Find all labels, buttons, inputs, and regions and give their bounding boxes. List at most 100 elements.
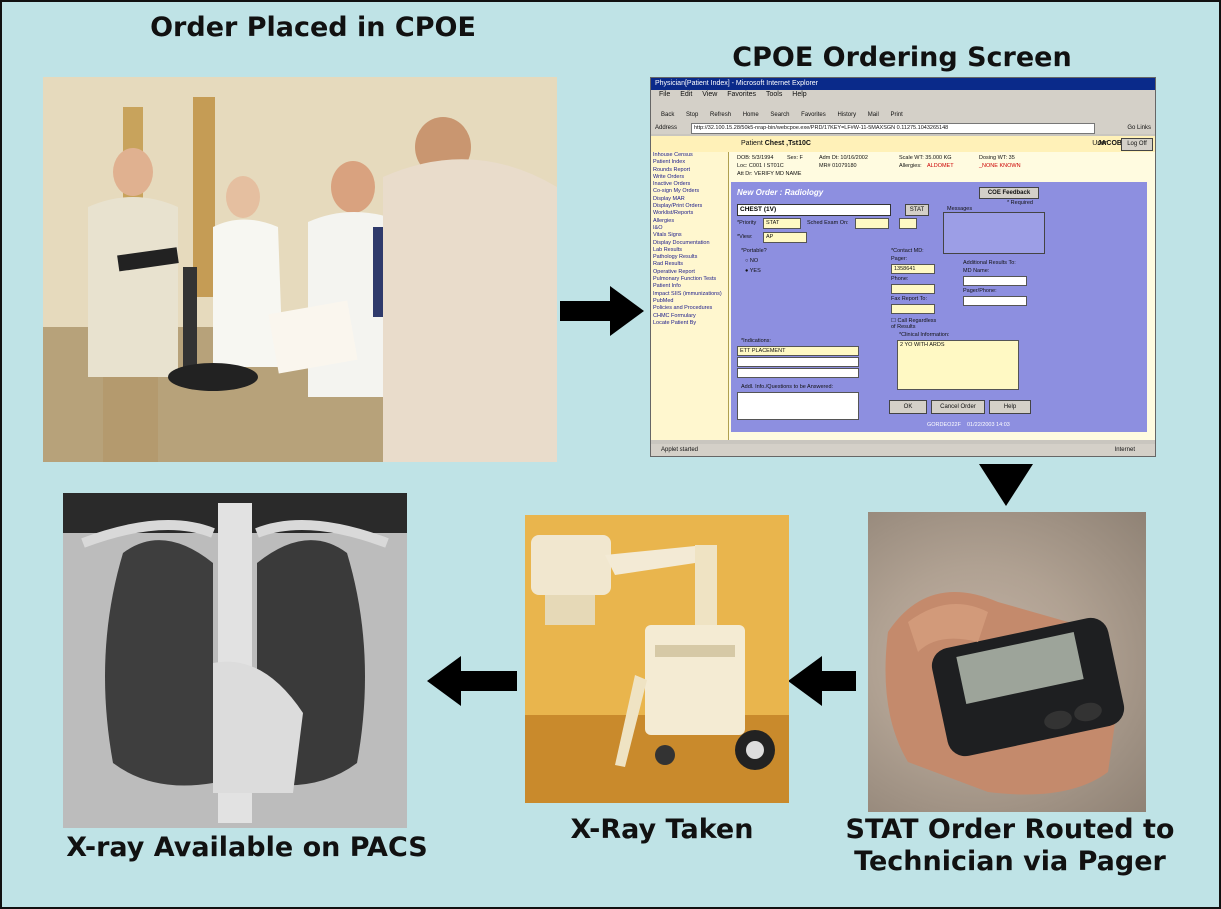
indication-select-1[interactable]: ETT PLACEMENT [737, 346, 859, 356]
sidebar-item[interactable]: Operative Report [653, 268, 695, 275]
menu-file[interactable]: File [659, 91, 671, 98]
stat-button[interactable]: STAT [905, 204, 929, 216]
call-regardless-checkbox[interactable]: ☐ Call Regardless of Results [891, 318, 937, 330]
sidebar-nav: Inhouse Census Patient Index Rounds Repo… [651, 152, 729, 440]
cancel-order-button[interactable]: Cancel Order [931, 400, 985, 414]
sidebar-item[interactable]: PubMed [653, 297, 674, 304]
print-button[interactable]: Print [890, 112, 903, 118]
indication-select-2[interactable] [737, 357, 859, 367]
fax-input[interactable] [891, 304, 935, 314]
logoff-button[interactable]: Log Off [1121, 138, 1153, 151]
pager-input[interactable]: 1358641 [891, 264, 935, 274]
sidebar-item[interactable]: Allergies [653, 217, 675, 224]
sidebar-item[interactable]: Inhouse Census [653, 152, 693, 158]
pager-label: Pager: [891, 256, 908, 262]
phone-input[interactable] [891, 284, 935, 294]
sidebar-item[interactable]: Display Documentation [653, 239, 710, 246]
sidebar-item[interactable]: Patient Index [653, 159, 686, 166]
home-button[interactable]: Home [742, 112, 759, 118]
sched-date-field[interactable] [855, 218, 889, 229]
sidebar-item[interactable]: I&O [653, 224, 663, 231]
arrow-down-icon [979, 464, 1033, 506]
sched-label: Sched Exam On: [807, 220, 849, 226]
caption-xray-taken: X-Ray Taken [570, 814, 754, 845]
menu-tools[interactable]: Tools [766, 91, 783, 98]
sidebar-item[interactable]: Inactive Orders [653, 181, 691, 188]
sidebar-item[interactable]: Write Orders [653, 173, 685, 180]
caption-stat-order: STAT Order Routed to Technician via Page… [820, 814, 1200, 879]
indication-select-3[interactable] [737, 368, 859, 378]
address-bar: Address http://32.100.15.28/50k5-nrap-bi… [651, 122, 1155, 134]
help-button[interactable]: Help [989, 400, 1031, 414]
loc-value: Loc: C001 I ST01C [737, 163, 784, 169]
history-button[interactable]: History [837, 112, 857, 118]
sidebar-item[interactable]: Rad Results [653, 261, 683, 268]
sidebar-item[interactable]: Rounds Report [653, 166, 690, 173]
sidebar-item[interactable]: Pulmonary Function Tests [653, 276, 717, 283]
sidebar-item[interactable]: Pathology Results [653, 254, 698, 261]
pager-phone-input[interactable] [963, 296, 1027, 306]
back-button[interactable]: Back [661, 112, 675, 118]
sidebar-item[interactable]: Display MAR [653, 195, 685, 202]
sidebar-item[interactable]: Vitals Signs [653, 232, 682, 239]
clinical-info-textarea[interactable]: 2 YO WITH ARDS [897, 340, 1019, 390]
address-input[interactable]: http://32.100.15.28/50k5-nrap-bin/webcpo… [691, 123, 1095, 134]
sidebar-item[interactable]: Patient Info [653, 283, 681, 290]
portable-yes-radio[interactable]: ● YES [745, 268, 761, 274]
photo-order-placed [43, 77, 557, 462]
view-label: *View: [737, 234, 753, 240]
contact-md-label: *Contact MD: [891, 248, 924, 254]
footer-id: GORDEO22F [927, 422, 961, 428]
clinical-info-label: *Clinical Information: [899, 332, 950, 338]
pager-icon [885, 592, 1125, 795]
md-name-input[interactable] [963, 276, 1027, 286]
sidebar-item[interactable]: Display/Print Orders [653, 203, 703, 210]
order-form: DOB: 5/3/1994 Sex: F Adm Dt: 10/16/2002 … [731, 152, 1147, 432]
coe-feedback-button[interactable]: COE Feedback [979, 187, 1039, 199]
ok-button[interactable]: OK [889, 400, 927, 414]
chest-xray-icon [63, 493, 407, 828]
portable-no-label: NO [749, 258, 759, 264]
sched-time-field[interactable] [899, 218, 917, 229]
stop-button[interactable]: Stop [686, 112, 699, 118]
sidebar-item[interactable]: Lab Results [653, 246, 683, 253]
photo-pager [868, 512, 1146, 812]
patient-label: Patient [741, 140, 763, 147]
sidebar-item[interactable]: Worklist/Reports [653, 210, 694, 217]
sidebar-item[interactable]: Locate Patient By [653, 319, 697, 326]
menu-favorites[interactable]: Favorites [727, 91, 757, 98]
window-title: Physician[Patient Index] - Microsoft Int… [651, 78, 1155, 90]
sidebar-item[interactable]: Impact SIIS (immunizations) [653, 290, 722, 297]
none-known-value: _NONE KNOWN [979, 163, 1021, 169]
menu-view[interactable]: View [702, 91, 718, 98]
addl-info-label: Addl. Info./Questions to be Answered: [741, 384, 834, 390]
arrow-left-icon [788, 656, 856, 706]
sidebar-item[interactable]: CHMC Formulary [653, 312, 696, 319]
md-name-label: MD Name: [963, 268, 990, 274]
search-button[interactable]: Search [770, 112, 790, 118]
call-regardless-label: Call Regardless of Results [891, 318, 937, 330]
refresh-button[interactable]: Refresh [710, 112, 732, 118]
user-name: JACOBB [1097, 140, 1127, 147]
menu-help[interactable]: Help [792, 91, 807, 98]
sidebar-item[interactable]: Co-sign My Orders [653, 188, 700, 195]
xray-machine-icon [525, 515, 789, 803]
addl-info-textarea[interactable] [737, 392, 859, 420]
menu-edit[interactable]: Edit [680, 91, 693, 98]
photo-order-placed-art [43, 77, 557, 462]
scale-wt-value: Scale WT: 35.000 KG [899, 155, 952, 161]
view-select[interactable]: AP [763, 232, 807, 243]
portable-no-radio[interactable]: ○ NO [745, 258, 759, 264]
patient-bar: Patient Chest ,Tst10C User JACOBB Log Of… [651, 136, 1155, 152]
page-body: Patient Chest ,Tst10C User JACOBB Log Of… [651, 136, 1155, 440]
fax-label: Fax Report To: [891, 296, 927, 302]
address-label: Address [655, 125, 678, 131]
user-label: User [1092, 140, 1107, 147]
go-button[interactable]: Go Links [1127, 125, 1151, 131]
priority-select[interactable]: STAT [763, 218, 801, 229]
status-bar: Applet started Internet [651, 444, 1155, 456]
sidebar-item[interactable]: Policies and Procedures [653, 305, 713, 312]
required-label: * Required [1007, 200, 1033, 206]
mail-button[interactable]: Mail [867, 112, 879, 118]
favorites-button[interactable]: Favorites [801, 112, 826, 118]
